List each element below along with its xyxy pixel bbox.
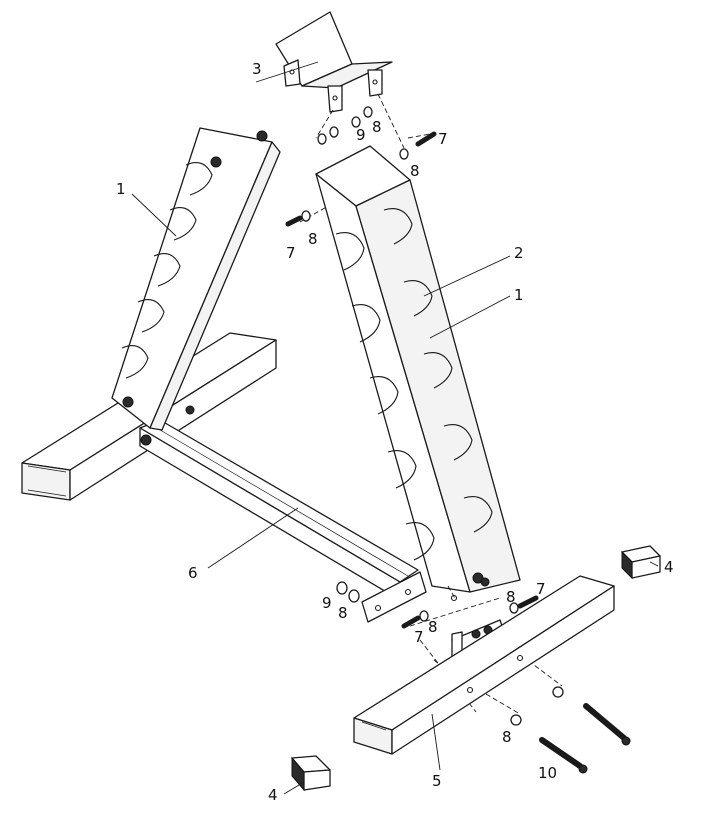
callout-8-mid-left: 8 [308,230,318,248]
callout-6: 6 [188,564,198,582]
callout-9-bottom: 9 [322,594,332,612]
callout-10: 10 [538,764,557,782]
leader-lines [131,61,659,795]
callout-3: 3 [252,60,262,78]
callout-1-left: 1 [116,180,126,198]
callout-8-top: 8 [372,118,382,136]
callout-4-right: 4 [664,558,674,576]
callout-1-right: 1 [514,286,524,304]
callout-7-bottom-mid: 7 [414,628,424,646]
rack-upright-right [315,145,521,602]
callout-8-top-right: 8 [410,162,420,180]
callout-2: 2 [514,244,524,262]
fasteners [285,106,564,726]
long-bolt-front [539,737,588,774]
cross-brace-tube [139,419,427,623]
top-bracket [275,11,393,113]
callout-4-left: 4 [268,786,278,804]
callout-8-bottom-left: 8 [338,604,348,622]
end-cap-left [291,755,331,792]
callout-9-top: 9 [356,126,366,144]
end-cap-right [621,545,661,580]
rack-upright-left [111,127,281,446]
callout-7-top: 7 [438,130,448,148]
callout-5: 5 [432,772,442,790]
callout-7-mid-left: 7 [286,244,296,262]
callout-8-bottom-right: 8 [506,588,516,606]
base-tube-front [353,575,615,755]
callout-7-bottom-right: 7 [536,580,546,598]
callout-8-bolt: 8 [502,728,512,746]
callout-8-bottom-mid: 8 [428,618,438,636]
callout-labels: 1 3 9 8 7 8 8 7 2 1 6 9 8 8 7 8 7 4 8 10… [116,60,674,804]
long-bolt-rear [583,703,631,746]
